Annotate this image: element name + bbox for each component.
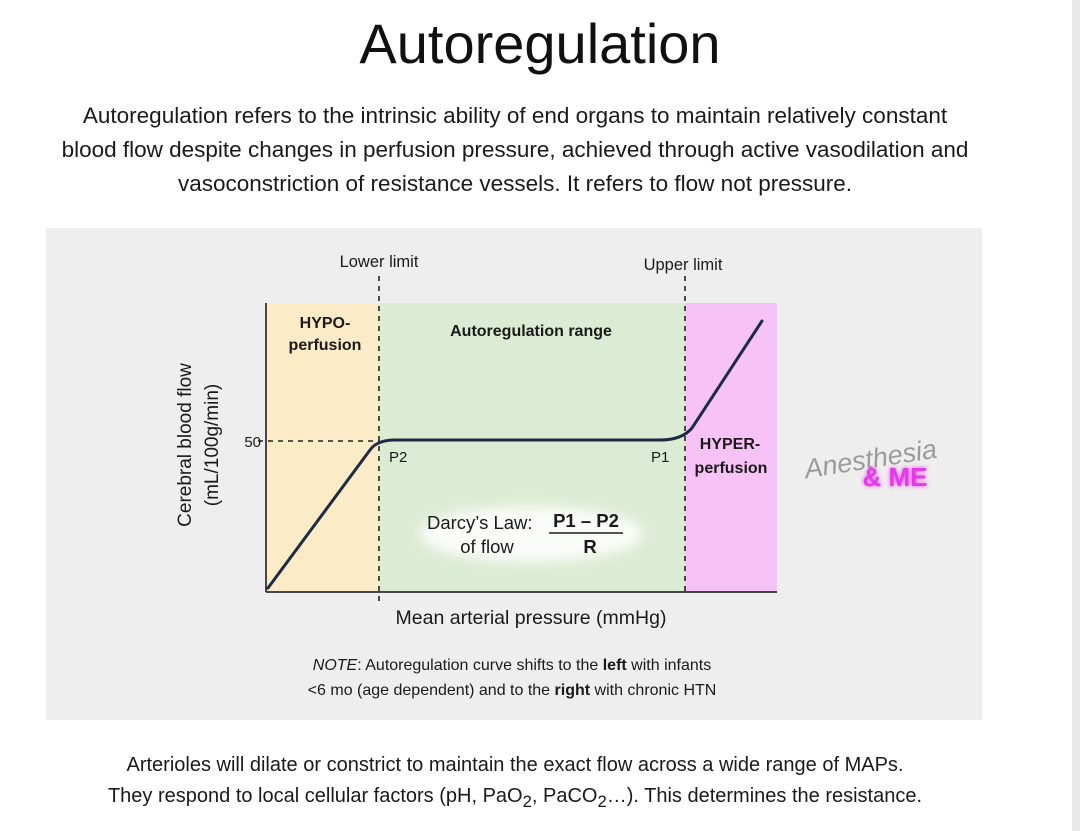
y-axis-label-line-1: Cerebral blood flow bbox=[175, 363, 196, 527]
anesthesia-and-me-logo: Anesthesia & ME bbox=[800, 434, 939, 492]
darcy-denominator: R bbox=[583, 536, 596, 557]
hyperperfusion-zone bbox=[685, 303, 777, 592]
lower-limit-label: Lower limit bbox=[340, 253, 419, 271]
outro-paragraph: Arterioles will dilate or constrict to m… bbox=[0, 750, 1030, 817]
hyperperfusion-label-line-1: HYPER- bbox=[700, 436, 760, 453]
logo-brand-text: & ME bbox=[863, 462, 928, 492]
p1-label: P1 bbox=[651, 449, 669, 466]
intro-line-1: Autoregulation refers to the intrinsic a… bbox=[82, 103, 948, 128]
darcy-glow bbox=[419, 506, 643, 562]
note-line-2: <6 mo (age dependent) and to the right w… bbox=[308, 682, 717, 699]
hyperperfusion-label-line-2: perfusion bbox=[695, 460, 768, 477]
hypoperfusion-label-line-1: HYPO- bbox=[300, 315, 351, 332]
intro-line-3: vasoconstriction of resistance vessels. … bbox=[177, 171, 853, 196]
intro-line-2: blood flow despite changes in perfusion … bbox=[61, 137, 969, 162]
autoregulation-range-label: Autoregulation range bbox=[450, 323, 612, 340]
darcy-of-flow-label: of flow bbox=[460, 536, 514, 557]
note-right-word: right bbox=[555, 682, 591, 699]
p2-label: P2 bbox=[389, 449, 407, 466]
y-tick-50: 50 bbox=[244, 434, 261, 451]
hypoperfusion-zone bbox=[266, 303, 379, 592]
darcy-law-label: Darcy’s Law: bbox=[427, 512, 533, 533]
autoregulation-curve bbox=[266, 319, 764, 590]
darcy-numerator: P1 – P2 bbox=[553, 510, 619, 531]
x-axis-label: Mean arterial pressure (mmHg) bbox=[396, 607, 667, 629]
note-label: NOTE bbox=[313, 657, 358, 674]
upper-limit-label: Upper limit bbox=[644, 256, 723, 274]
note-line-1: NOTE: Autoregulation curve shifts to the… bbox=[313, 657, 711, 674]
right-edge-strip bbox=[1072, 0, 1080, 831]
hypoperfusion-label-line-2: perfusion bbox=[289, 337, 362, 354]
intro-paragraph: Autoregulation refers to the intrinsic a… bbox=[0, 99, 1030, 201]
page-title: Autoregulation bbox=[359, 12, 721, 75]
y-axis-label-line-2: (mL/100g/min) bbox=[202, 384, 223, 507]
outro-line-2: They respond to local cellular factors (… bbox=[107, 785, 923, 811]
note-left-word: left bbox=[603, 657, 628, 674]
outro-line-1: Arterioles will dilate or constrict to m… bbox=[126, 754, 904, 776]
